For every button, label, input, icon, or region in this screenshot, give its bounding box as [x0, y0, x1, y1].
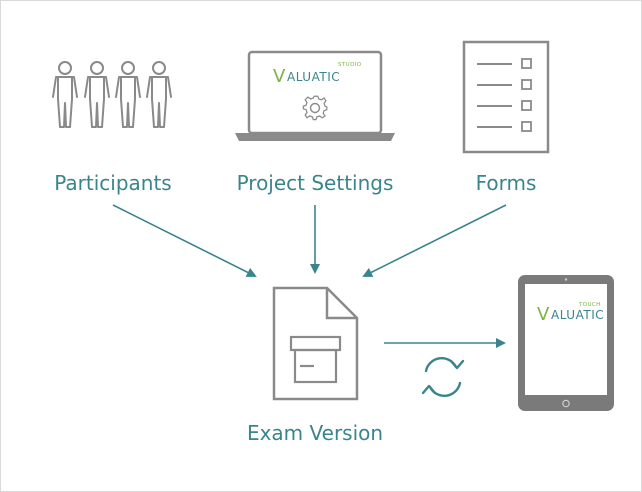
svg-text:ALUATIC: ALUATIC: [287, 70, 340, 84]
exam-document-icon: [272, 286, 359, 401]
exam-version-label: Exam Version: [247, 421, 383, 445]
sync-icon: [421, 356, 465, 398]
gear-icon: [302, 95, 328, 121]
svg-text:V: V: [273, 66, 286, 87]
laptop-icon: V ALUATIC STUDIO: [235, 50, 395, 141]
participants-icon: [52, 61, 172, 128]
participants-arrow: [112, 204, 257, 277]
project-settings-label: Project Settings: [237, 171, 394, 195]
tablet-icon: V ALUATIC TOUCH: [518, 275, 614, 411]
touch-logo: V ALUATIC TOUCH: [537, 302, 604, 325]
participants-label: Participants: [54, 171, 171, 195]
forms-arrow: [362, 204, 507, 277]
svg-text:ALUATIC: ALUATIC: [551, 308, 604, 322]
forms-icon: [462, 40, 550, 154]
archive-box-icon: [289, 335, 342, 384]
svg-text:STUDIO: STUDIO: [338, 62, 362, 68]
svg-text:V: V: [537, 304, 550, 325]
svg-text:TOUCH: TOUCH: [578, 302, 601, 308]
studio-logo: V ALUATIC STUDIO: [273, 62, 362, 87]
forms-label: Forms: [476, 171, 537, 195]
